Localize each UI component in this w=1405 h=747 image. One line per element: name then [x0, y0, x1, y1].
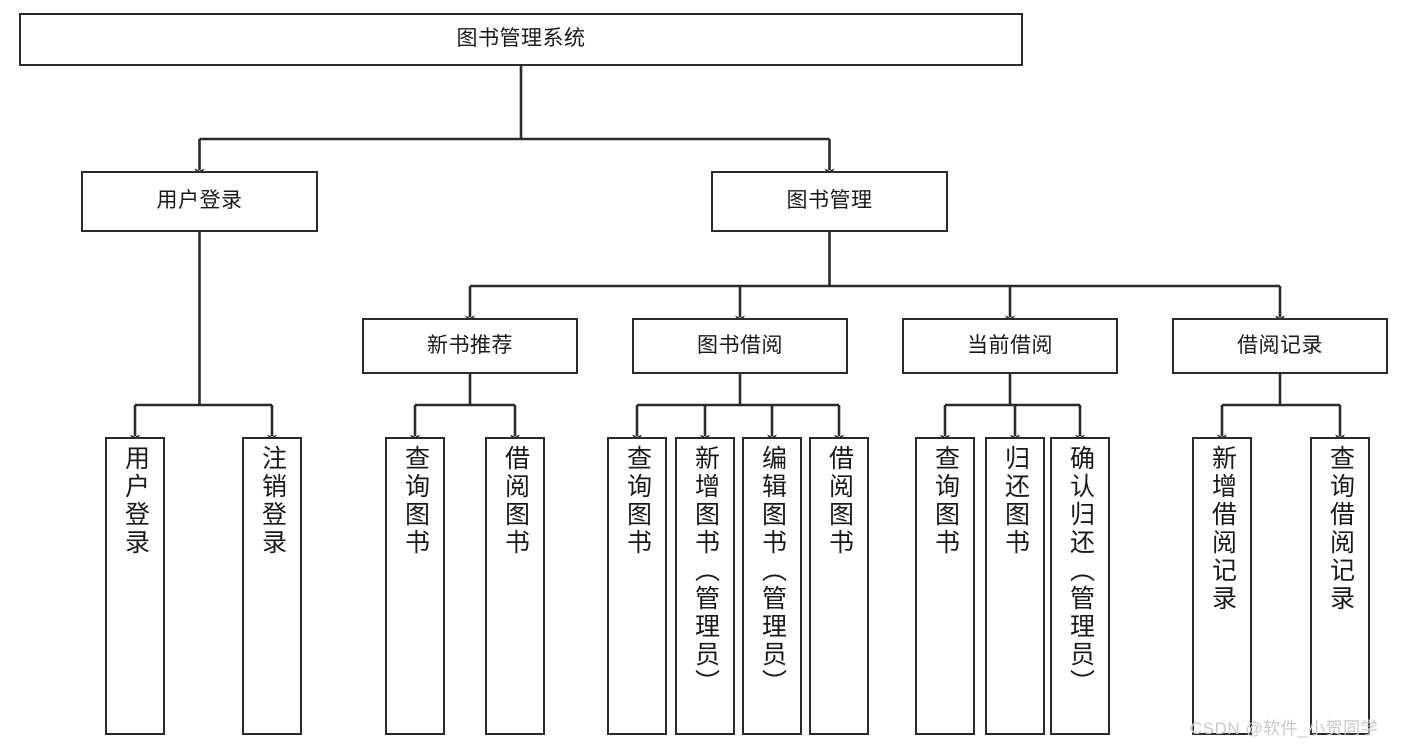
node-leaf-query-record[interactable]: 查询借阅记录: [1310, 437, 1370, 735]
node-label-borrow-record: 借阅记录: [1237, 333, 1323, 357]
node-label-current-borrow: 当前借阅: [967, 333, 1053, 357]
node-current-borrow[interactable]: 当前借阅: [902, 318, 1118, 374]
node-new-book-rec[interactable]: 新书推荐: [362, 318, 578, 374]
node-label-new-book-rec: 新书推荐: [427, 333, 513, 357]
node-label-book-borrow: 图书借阅: [697, 333, 783, 357]
node-label-root: 图书管理系统: [456, 27, 586, 51]
node-root[interactable]: 图书管理系统: [19, 13, 1023, 66]
node-leaf-return-book[interactable]: 归还图书: [985, 437, 1045, 735]
node-label-leaf-return-book: 归还图书: [1001, 445, 1030, 557]
node-leaf-add-book[interactable]: 新增图书（管理员）: [675, 437, 735, 735]
node-leaf-add-record[interactable]: 新增借阅记录: [1192, 437, 1252, 735]
node-label-leaf-query-book-2: 查询图书: [623, 445, 652, 557]
node-leaf-borrow-book-1[interactable]: 借阅图书: [485, 437, 545, 735]
node-label-leaf-add-book: 新增图书（管理员）: [691, 445, 720, 697]
node-label-leaf-edit-book: 编辑图书（管理员）: [758, 445, 787, 697]
node-borrow-record[interactable]: 借阅记录: [1172, 318, 1388, 374]
node-leaf-query-book-3[interactable]: 查询图书: [915, 437, 975, 735]
node-leaf-borrow-book-2[interactable]: 借阅图书: [809, 437, 869, 735]
node-leaf-logout[interactable]: 注销登录: [242, 437, 302, 735]
node-leaf-confirm-return[interactable]: 确认归还（管理员）: [1050, 437, 1110, 735]
node-book-manage[interactable]: 图书管理: [711, 171, 948, 232]
node-leaf-user-login[interactable]: 用户登录: [105, 437, 165, 735]
node-label-leaf-logout: 注销登录: [258, 445, 287, 557]
node-label-leaf-add-record: 新增借阅记录: [1208, 445, 1237, 613]
node-label-leaf-borrow-book-1: 借阅图书: [501, 445, 530, 557]
node-leaf-edit-book[interactable]: 编辑图书（管理员）: [742, 437, 802, 735]
node-label-book-manage: 图书管理: [786, 189, 873, 213]
node-label-leaf-confirm-return: 确认归还（管理员）: [1066, 445, 1095, 697]
node-leaf-query-book-2[interactable]: 查询图书: [607, 437, 667, 735]
node-user-login[interactable]: 用户登录: [81, 171, 318, 232]
node-label-leaf-query-book-3: 查询图书: [931, 445, 960, 557]
node-label-leaf-borrow-book-2: 借阅图书: [825, 445, 854, 557]
node-label-leaf-query-book-1: 查询图书: [401, 445, 430, 557]
node-label-leaf-query-record: 查询借阅记录: [1326, 445, 1355, 613]
node-leaf-query-book-1[interactable]: 查询图书: [385, 437, 445, 735]
node-label-leaf-user-login: 用户登录: [121, 445, 150, 557]
node-book-borrow[interactable]: 图书借阅: [632, 318, 848, 374]
node-label-user-login: 用户登录: [156, 189, 243, 213]
